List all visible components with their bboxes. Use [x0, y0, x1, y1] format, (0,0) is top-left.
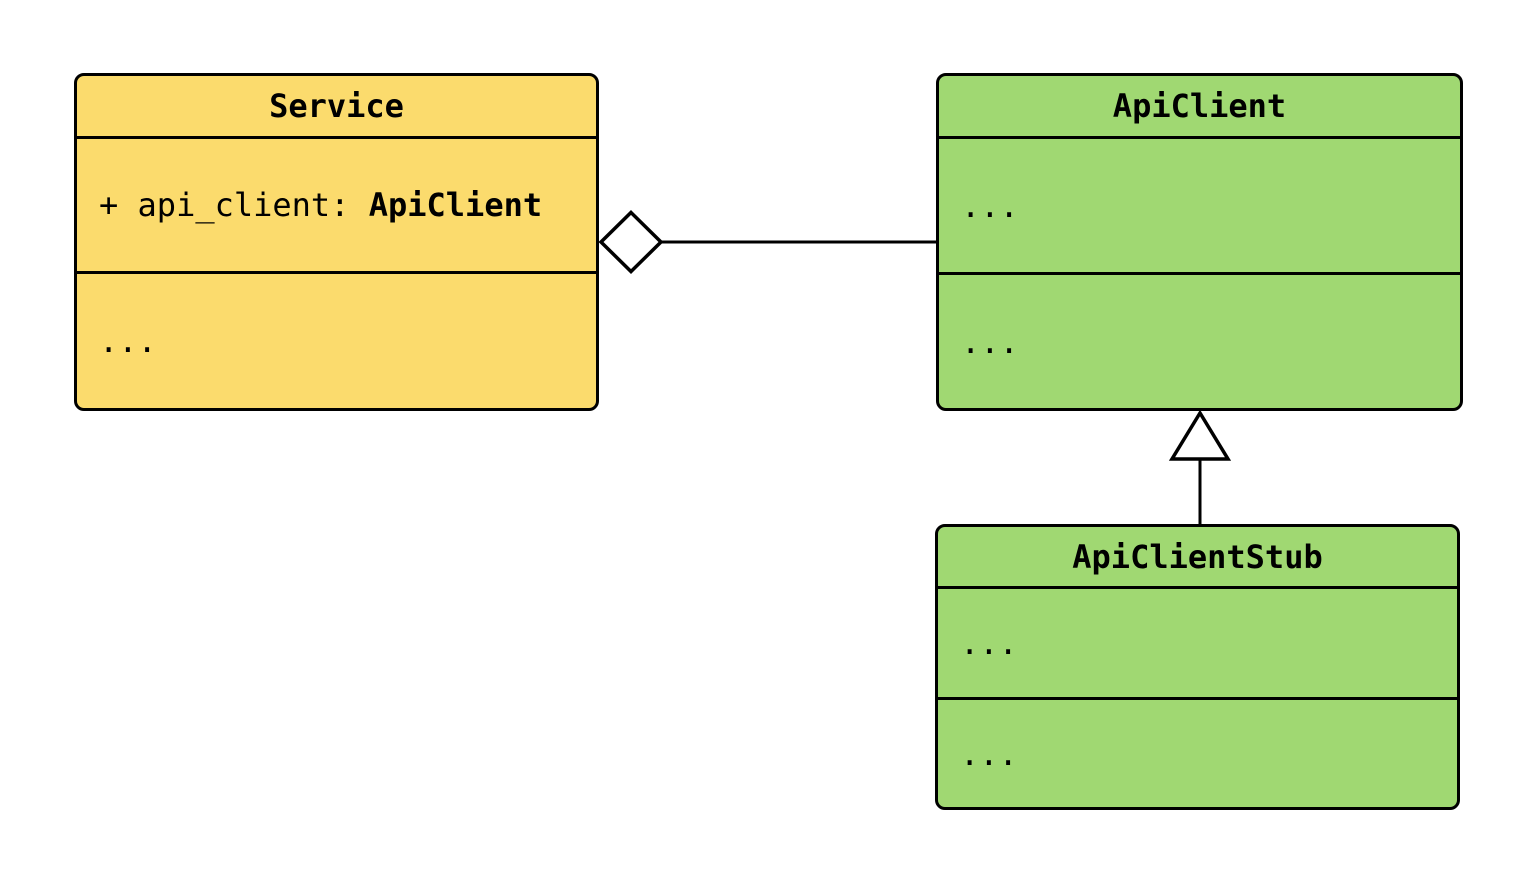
class-methods-service: ...	[77, 271, 596, 408]
class-attributes-service: + api_client: ApiClient	[77, 136, 596, 271]
class-attributes-apiclient: ...	[939, 136, 1460, 272]
aggregation-diamond-icon	[598, 210, 664, 274]
attribute-name: + api_client:	[99, 186, 369, 224]
class-methods-apiclient: ...	[939, 272, 1460, 408]
class-box-apiclientstub: ApiClientStub ... ...	[935, 524, 1460, 810]
attribute-type: ApiClient	[368, 186, 543, 224]
class-attributes-apiclientstub: ...	[938, 586, 1457, 697]
class-title-apiclient: ApiClient	[1112, 87, 1287, 125]
generalization-triangle-icon	[1168, 409, 1232, 461]
class-title-apiclientstub: ApiClientStub	[1072, 537, 1323, 576]
class-methods-apiclientstub: ...	[938, 697, 1457, 807]
class-box-service: Service + api_client: ApiClient ...	[74, 73, 599, 411]
class-box-apiclient: ApiClient ... ...	[936, 73, 1463, 411]
class-title-service: Service	[269, 87, 404, 125]
aggregation-connector	[598, 210, 938, 274]
generalization-connector	[1168, 409, 1232, 526]
